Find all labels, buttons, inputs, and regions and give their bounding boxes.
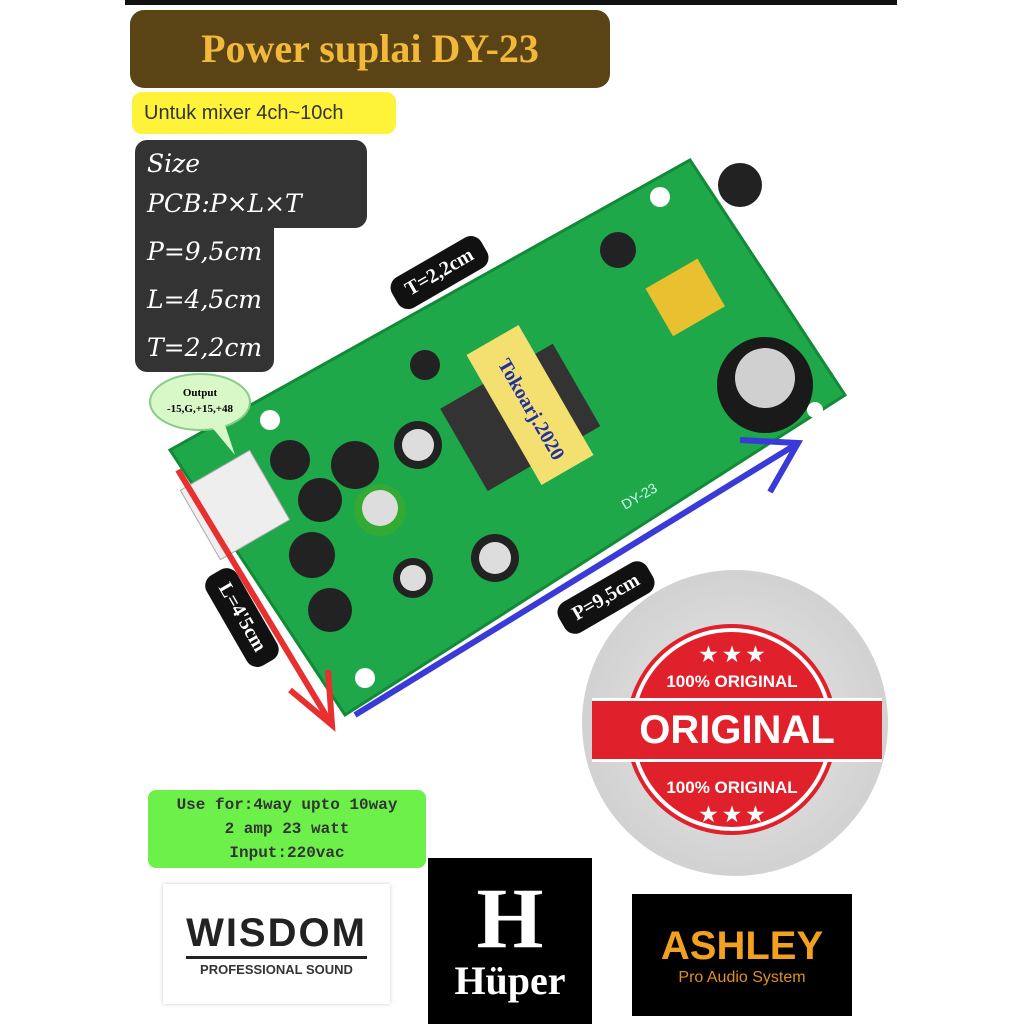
pcb-component bbox=[402, 429, 434, 461]
specs-box: Use for:4way upto 10way 2 amp 23 watt In… bbox=[148, 790, 426, 868]
mount-hole bbox=[355, 668, 375, 688]
spec-input: Input:220vac bbox=[229, 844, 345, 862]
pcb-component bbox=[289, 532, 335, 578]
stamp-bottom-text: 100% ORIGINAL bbox=[666, 778, 798, 797]
arrow-p bbox=[353, 442, 797, 718]
mount-hole bbox=[650, 187, 670, 207]
huper-letter: H bbox=[476, 870, 544, 966]
spec-use: Use for:4way upto 10way bbox=[176, 796, 398, 814]
wisdom-tagline: PROFESSIONAL SOUND bbox=[200, 962, 353, 977]
output-pins: -15,G,+15,+48 bbox=[167, 403, 234, 415]
pcb-component bbox=[298, 478, 342, 522]
ashley-name: ASHLEY bbox=[660, 923, 824, 968]
thermistor bbox=[718, 163, 762, 207]
fuse bbox=[645, 258, 725, 337]
capacitor bbox=[735, 348, 795, 408]
spec-power: 2 amp 23 watt bbox=[224, 820, 350, 838]
top-border bbox=[125, 0, 897, 5]
mount-hole bbox=[807, 402, 823, 418]
output-bubble bbox=[149, 373, 251, 431]
stamp-banner: ORIGINAL bbox=[592, 698, 882, 762]
size-l: L=4,5cm bbox=[135, 276, 275, 324]
huper-name: Hüper bbox=[454, 958, 566, 1003]
subtitle-badge: Untuk mixer 4ch~10ch bbox=[132, 92, 396, 134]
pcb-component bbox=[400, 565, 426, 591]
output-label: Output bbox=[183, 387, 218, 399]
mount-hole bbox=[260, 410, 280, 430]
page-title: Power suplai DY-23 bbox=[130, 10, 610, 88]
ashley-logo: ASHLEY Pro Audio System bbox=[632, 894, 852, 1016]
arrow-l bbox=[175, 468, 333, 724]
pcb-component bbox=[600, 232, 636, 268]
stamp-stars-bottom: ★ ★ ★ bbox=[699, 804, 765, 826]
wisdom-name: WISDOM bbox=[186, 911, 367, 959]
original-stamp: ★ ★ ★ 100% ORIGINAL ORIGINAL 100% ORIGIN… bbox=[582, 570, 888, 876]
output-bubble-tail bbox=[210, 425, 235, 455]
huper-logo: H Hüper bbox=[428, 858, 592, 1024]
transformer-label-bg bbox=[466, 325, 594, 485]
arrow-l-head bbox=[288, 669, 336, 732]
connector bbox=[179, 449, 291, 561]
capacitor-tops bbox=[362, 429, 511, 591]
pcb-component bbox=[479, 542, 511, 574]
wisdom-logo: WISDOM PROFESSIONAL SOUND bbox=[163, 884, 390, 1004]
arrow-p-head bbox=[739, 437, 804, 494]
stamp-stars-top: ★ ★ ★ bbox=[699, 644, 765, 666]
size-p: P=9,5cm bbox=[135, 228, 275, 276]
size-heading: Size PCB:P×L×T bbox=[135, 140, 367, 228]
pcb-component bbox=[270, 440, 310, 480]
pcb-component bbox=[331, 441, 379, 489]
stamp-top-text: 100% ORIGINAL bbox=[666, 672, 798, 691]
ashley-tagline: Pro Audio System bbox=[678, 968, 806, 986]
size-box: Size PCB:P×L×T P=9,5cm L=4,5cm T=2,2cm bbox=[135, 140, 367, 372]
pcb-component bbox=[410, 350, 440, 380]
size-t: T=2,2cm bbox=[135, 324, 275, 372]
pcb-component bbox=[308, 588, 352, 632]
pcb-component bbox=[362, 490, 398, 526]
